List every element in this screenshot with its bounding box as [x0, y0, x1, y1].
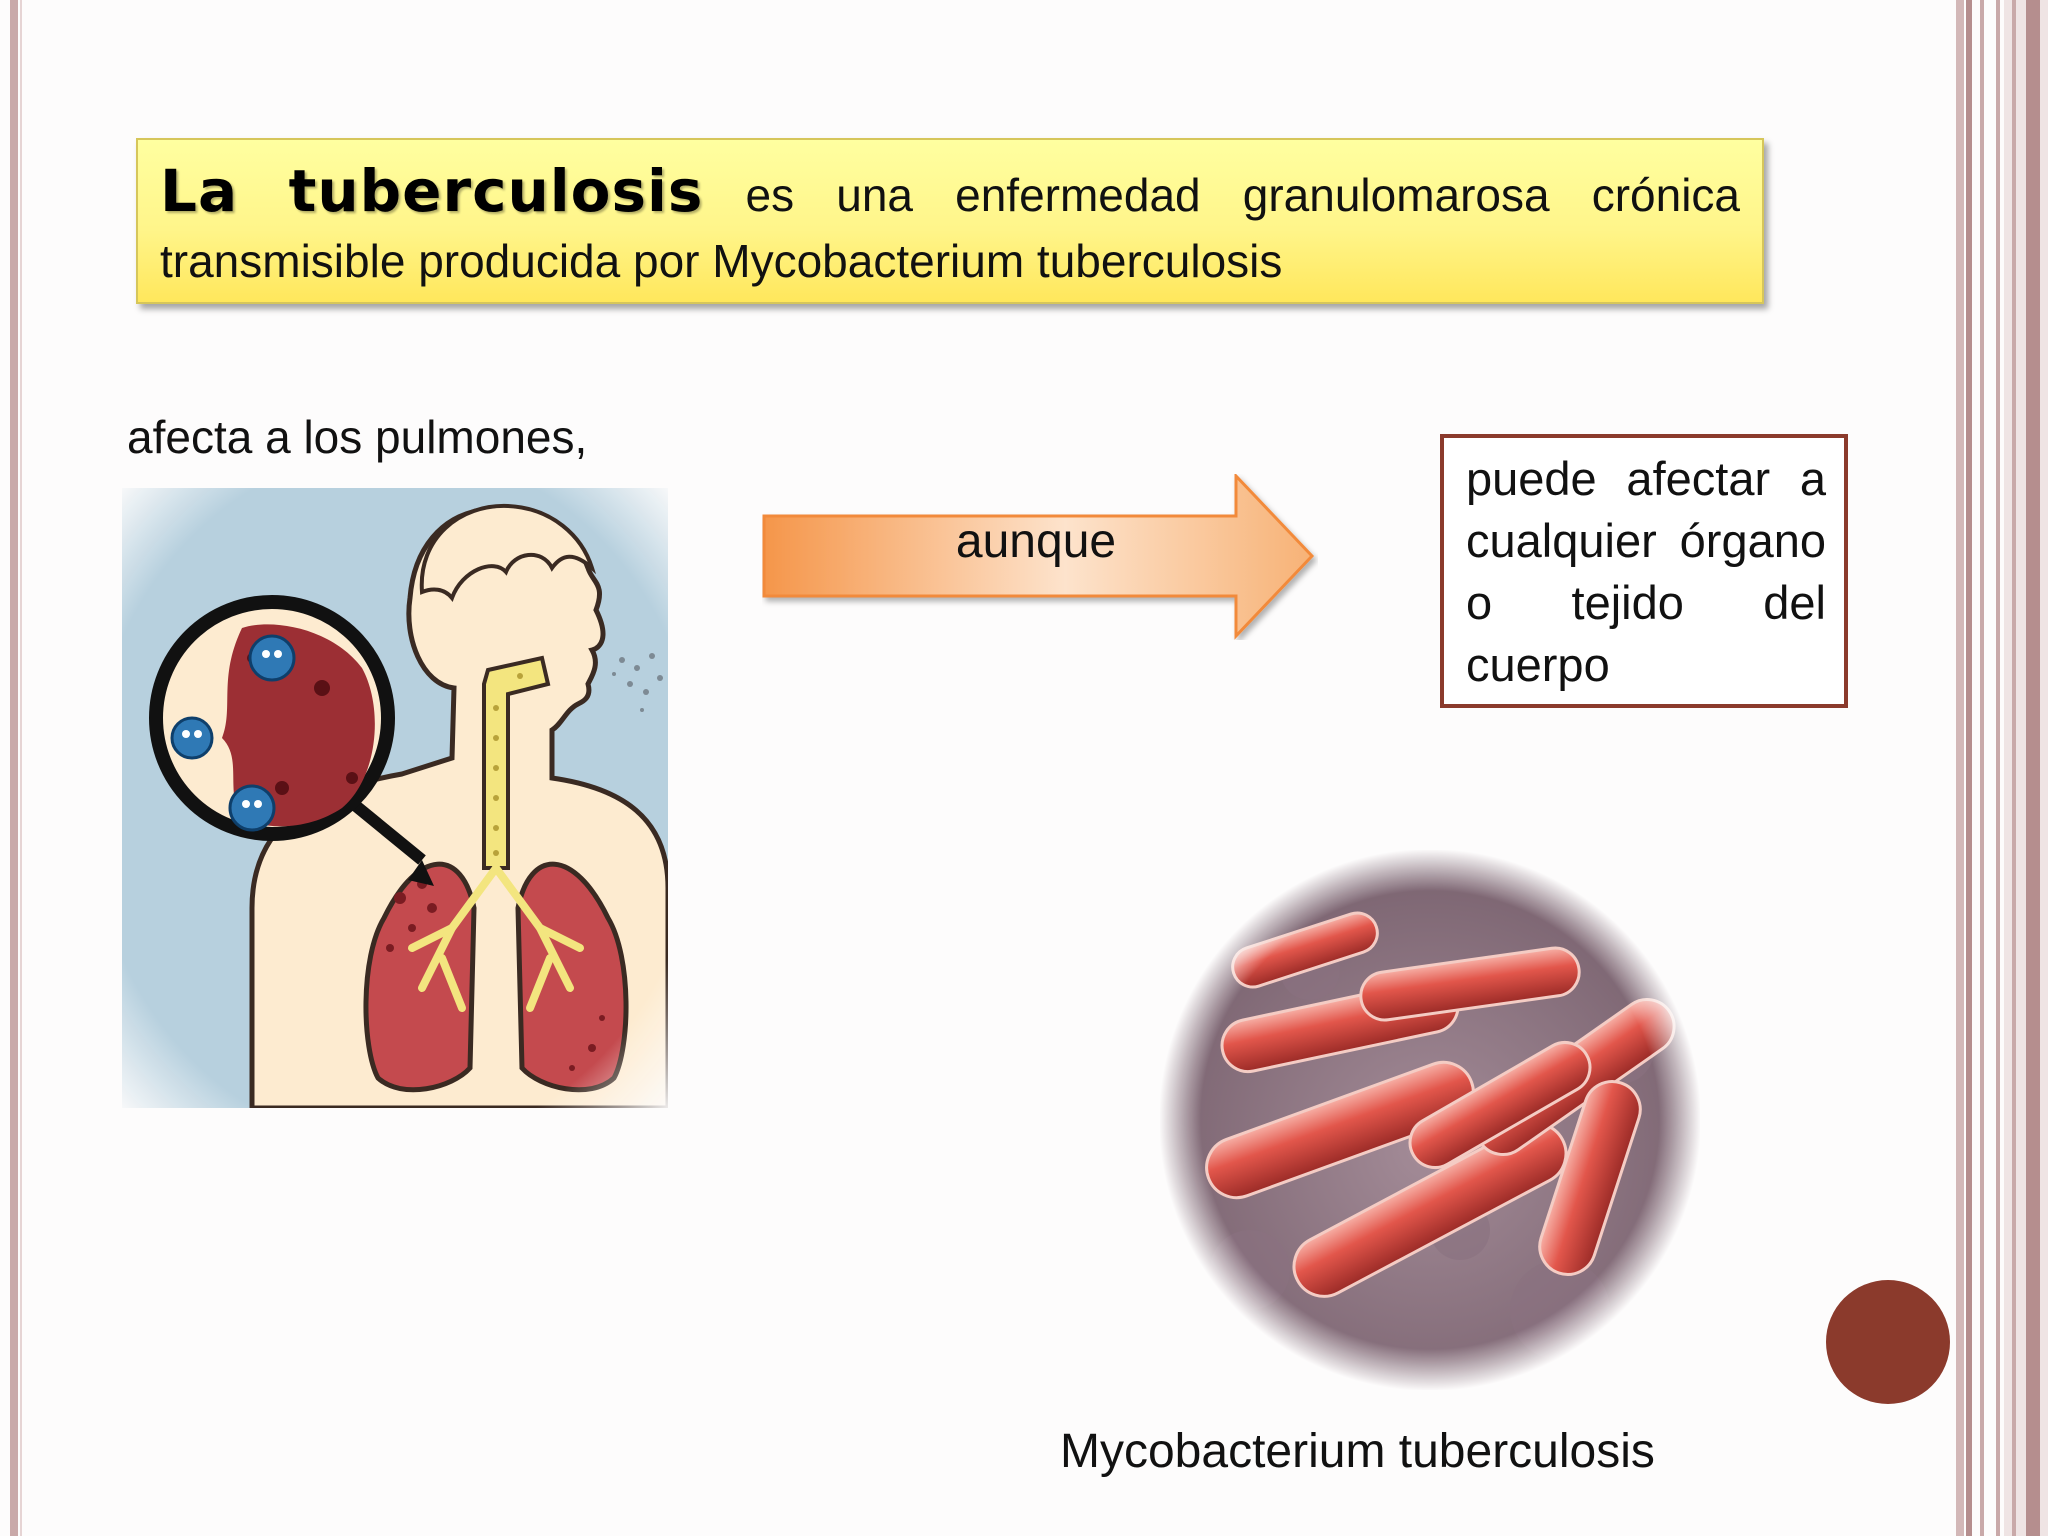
right-stripe: [1996, 0, 2000, 1536]
arrow-label: aunque: [955, 515, 1117, 568]
left-border-line: [20, 0, 22, 1536]
right-stripe: [1980, 0, 1984, 1536]
right-stripe: [1966, 0, 1972, 1536]
definition-box: La tuberculosis es una enfermedad granul…: [136, 138, 1764, 304]
right-arrow-icon: [762, 474, 1315, 640]
right-stripe: [2012, 0, 2016, 1536]
bacteria-image: [1160, 850, 1700, 1390]
bacteria-caption: Mycobacterium tuberculosis: [1060, 1425, 1655, 1478]
decorative-circle: [1826, 1280, 1950, 1404]
title-definition: es una enfermedad granulomarosa crónica …: [160, 169, 1741, 287]
right-stripe: [1956, 0, 1964, 1536]
left-border: [10, 0, 18, 1536]
title-term: La tuberculosis: [160, 157, 704, 225]
lungs-illustration: [122, 488, 671, 1111]
right-stripe: [2026, 0, 2040, 1536]
note-box: puede afectar a cualquier órgano o tejid…: [1440, 434, 1848, 708]
lungs-label: afecta a los pulmones,: [127, 411, 588, 463]
